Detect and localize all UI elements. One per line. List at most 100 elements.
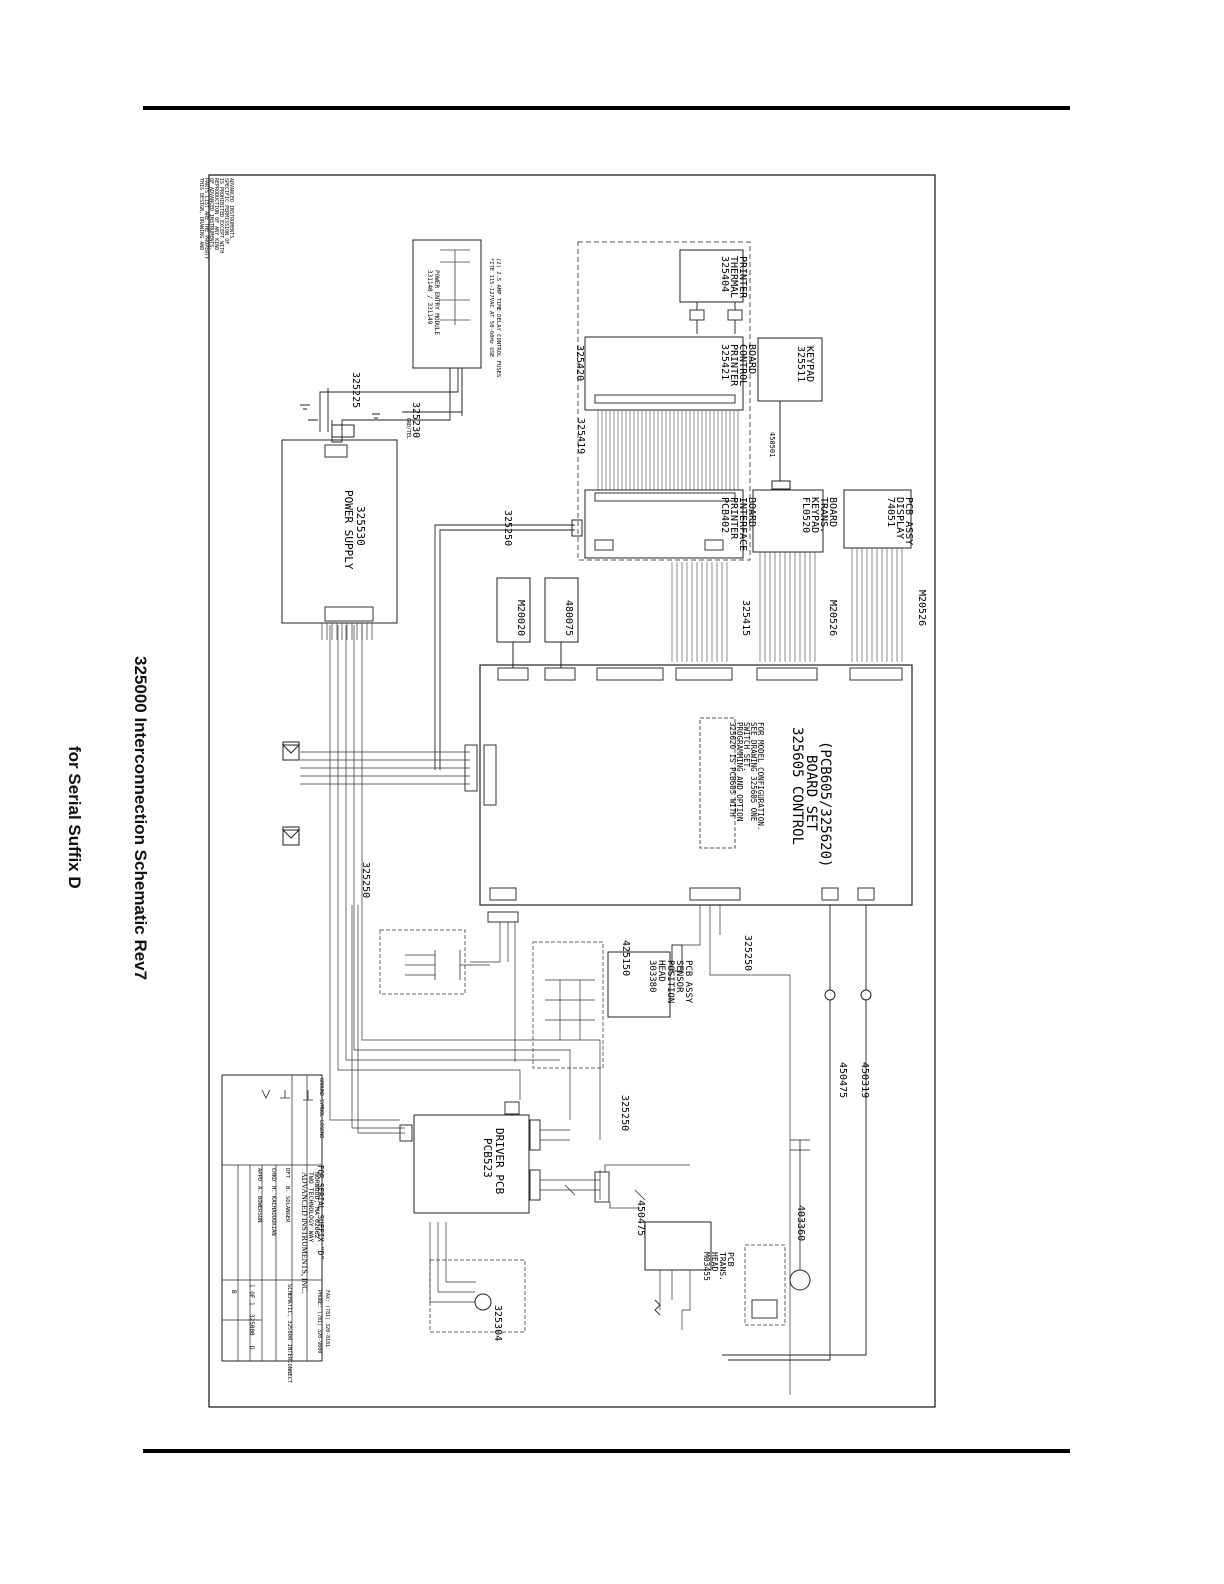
- printer-control-label: PRINTER: [728, 344, 739, 387]
- cable-label-325250-mid: 325250: [360, 862, 371, 898]
- head-trans-label: TRANS.: [718, 1252, 727, 1281]
- motor-325304-symbol: [474, 1293, 492, 1311]
- top-rule: [143, 106, 1070, 110]
- control-note-line: 325620 IS PCB605 WITH: [728, 722, 737, 817]
- notice-line: REPRODUCTION OF ANY KIND: [213, 178, 219, 250]
- b480075-label: 480075: [563, 600, 574, 636]
- tb-dft: DFT: [284, 1168, 290, 1179]
- printer-interface-label: PRINTER: [728, 497, 739, 540]
- motor-label-325304: 325304: [492, 1305, 503, 1341]
- notice-line: THIS DESIGN, DRAWING AND: [198, 178, 204, 250]
- title-block: [221, 1074, 323, 1362]
- control-board-label: (PCB605/325620): [817, 741, 833, 867]
- cable-label-325250-right: 325250: [742, 935, 753, 971]
- mains-note: (2) 2.5 AMP TIME DELAY CONTROL FUSES: [495, 258, 501, 377]
- display-pcb-block: [843, 489, 912, 549]
- cable-label-450319: 450319: [859, 1062, 870, 1098]
- thermal-printer-part: 325404: [719, 256, 730, 292]
- printer-interface-label: BOARD: [746, 497, 757, 527]
- notice-line: IS PROHIBITED EXCEPT WITH: [218, 178, 224, 253]
- display-label: DISPLAY: [894, 497, 905, 539]
- printer-assembly-outline: [577, 241, 751, 561]
- driver-part: PCB523: [481, 1138, 494, 1178]
- thermal-printer-label: PRINTER: [737, 256, 748, 299]
- switch-assembly-outline: [379, 929, 466, 995]
- keypad-trans-board-block: [752, 489, 824, 553]
- solenoid-outline: [744, 1244, 786, 1326]
- ribbon-cable-m20526-display: [851, 548, 903, 662]
- head-sensor-label: SENSOR: [674, 960, 684, 993]
- tb-address: TWO TECHNOLOGY WAY: [307, 1172, 315, 1243]
- head-trans-pcb-block: [644, 1221, 712, 1271]
- drawing-frame: [208, 174, 936, 1408]
- control-note-line: FOR MODEL CONFIGURATION.: [756, 722, 765, 830]
- notice-line: ADVANCED INSTRUMENTS.: [228, 178, 234, 241]
- mains-note: *ITE 115-127VAC AT 50-60Hz USE: [488, 258, 494, 357]
- gnd-tel-label: GND/TEL: [405, 418, 411, 439]
- tb-size: B: [230, 1290, 237, 1294]
- cable-label-325250-center: 325250: [619, 1095, 630, 1131]
- thermal-printer-label: THERMAL: [728, 256, 739, 298]
- head-sensor-block: [607, 951, 671, 1018]
- cable-label-325225: 325225: [350, 372, 361, 408]
- printer-control-label: CONTROL: [737, 344, 748, 386]
- head-sensor-label: POSITION: [665, 960, 675, 1003]
- ribbon-cable-325415: [671, 562, 728, 662]
- notice-line: OF ADVANCED INSTRUMENTS.: [208, 178, 214, 250]
- driver-pcb-block: [413, 1114, 530, 1214]
- keypad-trans-label: TRANS.: [818, 497, 829, 533]
- head-sensor-label: PCB ASSY: [683, 960, 693, 1004]
- tb-address: NORWOOD, MA 02062: [313, 1172, 321, 1239]
- tb-rev: D: [248, 1346, 255, 1350]
- head-trans-label: HEAD: [710, 1252, 719, 1271]
- printer-control-board-block: [584, 336, 744, 411]
- keypad-block: [757, 337, 823, 402]
- power-harness: [321, 623, 373, 640]
- ribbon-cable-m20526-keypad: [759, 552, 816, 662]
- head-trans-part: M03455: [702, 1252, 711, 1281]
- power-supply-block: [281, 439, 398, 624]
- control-note-line: PROGRAMMING AND OPTION: [735, 722, 744, 821]
- cable-label-450501: 450501: [768, 432, 776, 457]
- notice-line: SPECIFIC PERMISSION OF: [223, 178, 229, 244]
- printer-interface-board-block: [584, 489, 744, 559]
- control-board-block: [479, 664, 913, 906]
- motor-symbol: [789, 1269, 811, 1291]
- power-entry-part: 331140 / 331149: [426, 270, 433, 325]
- keypad-trans-label: KEYPAD: [809, 497, 820, 533]
- copyright-notice: THIS DESIGN, DRAWING AND PARTS LIST ARE …: [198, 178, 234, 259]
- tb-company: ADVANCED INSTRUMENTS, INC.: [300, 1172, 309, 1294]
- control-note-box: [699, 717, 736, 849]
- head-trans-label: PCB: [726, 1252, 735, 1267]
- keypad-trans-label: BOARD: [827, 497, 838, 527]
- cable-label-450475-lower: 450475: [635, 1200, 646, 1236]
- tb-phone: PHONE: (781) 320-9000: [316, 1290, 322, 1353]
- tb-doc-no: 325000: [248, 1314, 255, 1336]
- label-425150: 425150: [620, 940, 631, 976]
- tb-legend-title: GROUND SYMBOL LEGEND: [318, 1078, 324, 1138]
- cable-label-325230: 325230: [410, 402, 421, 438]
- tb-appd: APPD: [256, 1168, 262, 1181]
- tb-sheet: 1 OF 1: [248, 1284, 255, 1306]
- tb-title-field: SCHEMATIC, 325000 INTERCONNECT: [286, 1284, 292, 1384]
- cable-label-m20526-display: M20526: [916, 590, 927, 626]
- power-supply-part: 325530: [354, 506, 367, 546]
- cable-label-325250-top: 325250: [502, 510, 513, 546]
- ribbon-cable-325419: [597, 410, 739, 490]
- power-entry-module-block: [412, 239, 482, 369]
- tb-appd-name: A. BOWERSON: [256, 1186, 262, 1222]
- keypad-trans-part: FL0520: [800, 497, 811, 533]
- m20020-label: M20020: [515, 600, 526, 636]
- tb-chkd-name: H. KACHADOURIAN: [270, 1186, 276, 1236]
- bottom-rule: [143, 1449, 1070, 1453]
- driver-label: DRIVER PCB: [493, 1128, 506, 1195]
- cable-label-325420: 325420: [574, 345, 585, 381]
- control-note-line: SEE DRAWING 325605 ONE: [749, 722, 758, 822]
- control-board-label: BOARD SET: [803, 755, 819, 831]
- printer-interface-label: INTERFACE: [737, 497, 748, 551]
- tb-dft-name: B. SOLANGER: [284, 1186, 290, 1223]
- head-sensor-label: HEAD: [656, 960, 666, 982]
- power-entry-label: POWER ENTRY MODULE: [433, 270, 440, 335]
- keypad-label: KEYPAD: [804, 346, 815, 382]
